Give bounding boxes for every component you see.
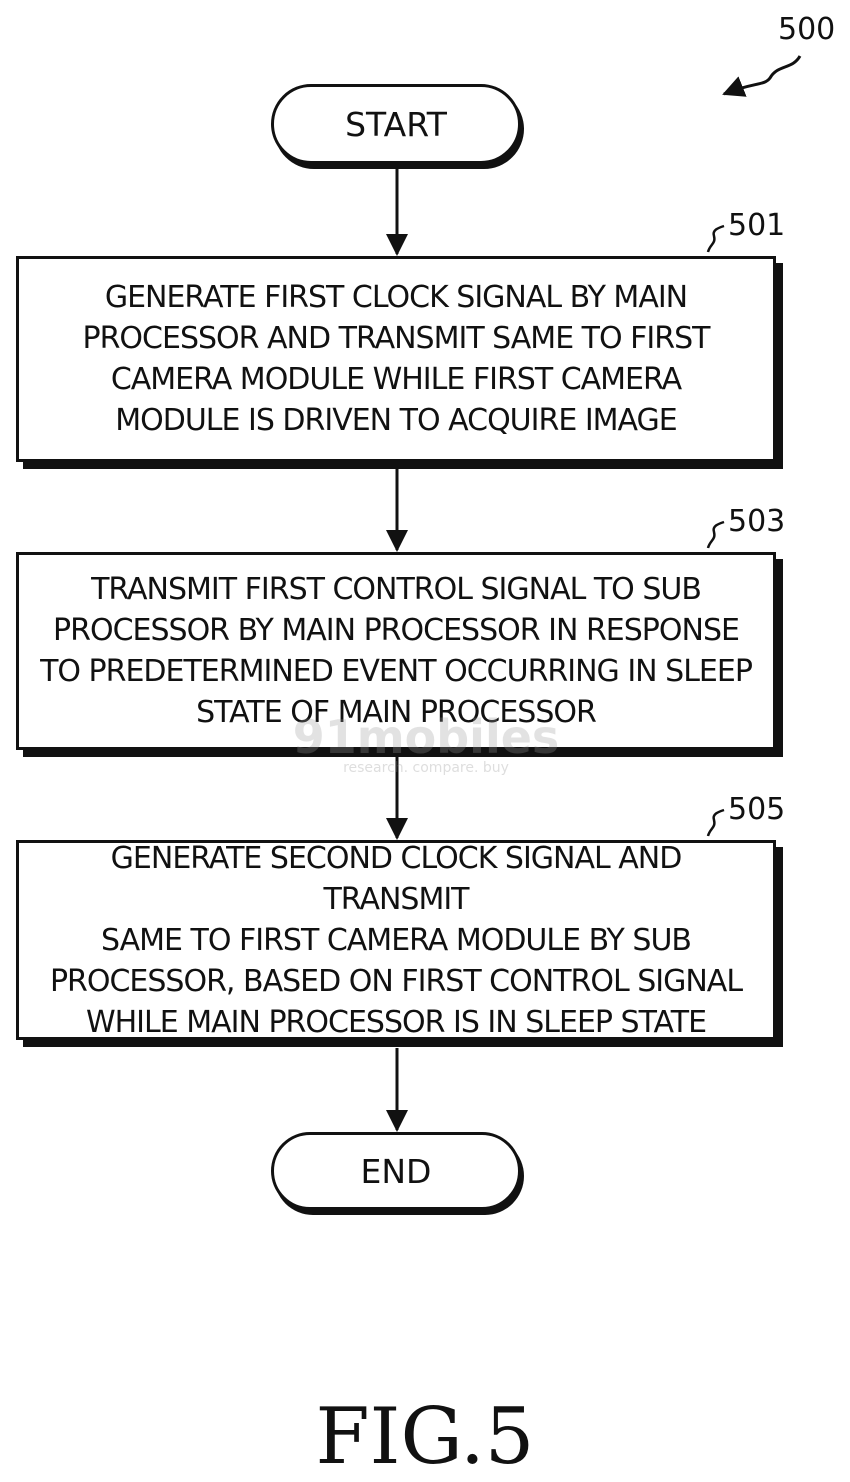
figure-ref-number: 500 — [778, 12, 836, 47]
start-label: START — [345, 104, 447, 144]
ref-leader-500 — [722, 55, 802, 97]
step-ref-501: 501 — [728, 208, 786, 243]
step-text-501: GENERATE FIRST CLOCK SIGNAL BY MAIN PROC… — [82, 280, 711, 438]
step-ref-505: 505 — [728, 792, 786, 827]
ref-leader-505 — [706, 808, 725, 837]
ref-leader-501 — [706, 224, 725, 253]
end-label: END — [360, 1151, 432, 1191]
step-ref-503: 503 — [728, 504, 786, 539]
step-text-505: GENERATE SECOND CLOCK SIGNAL AND TRANSMI… — [49, 840, 743, 1040]
step-text-503: TRANSMIT FIRST CONTROL SIGNAL TO SUB PRO… — [40, 572, 753, 730]
step-box-501: GENERATE FIRST CLOCK SIGNAL BY MAIN PROC… — [16, 256, 776, 462]
start-terminal: START — [271, 84, 521, 164]
step-box-503: TRANSMIT FIRST CONTROL SIGNAL TO SUB PRO… — [16, 552, 776, 750]
step-box-505: GENERATE SECOND CLOCK SIGNAL AND TRANSMI… — [16, 840, 776, 1040]
figure-caption: FIG.5 — [315, 1392, 535, 1482]
ref-leader-503 — [706, 520, 725, 549]
end-terminal: END — [271, 1132, 521, 1210]
